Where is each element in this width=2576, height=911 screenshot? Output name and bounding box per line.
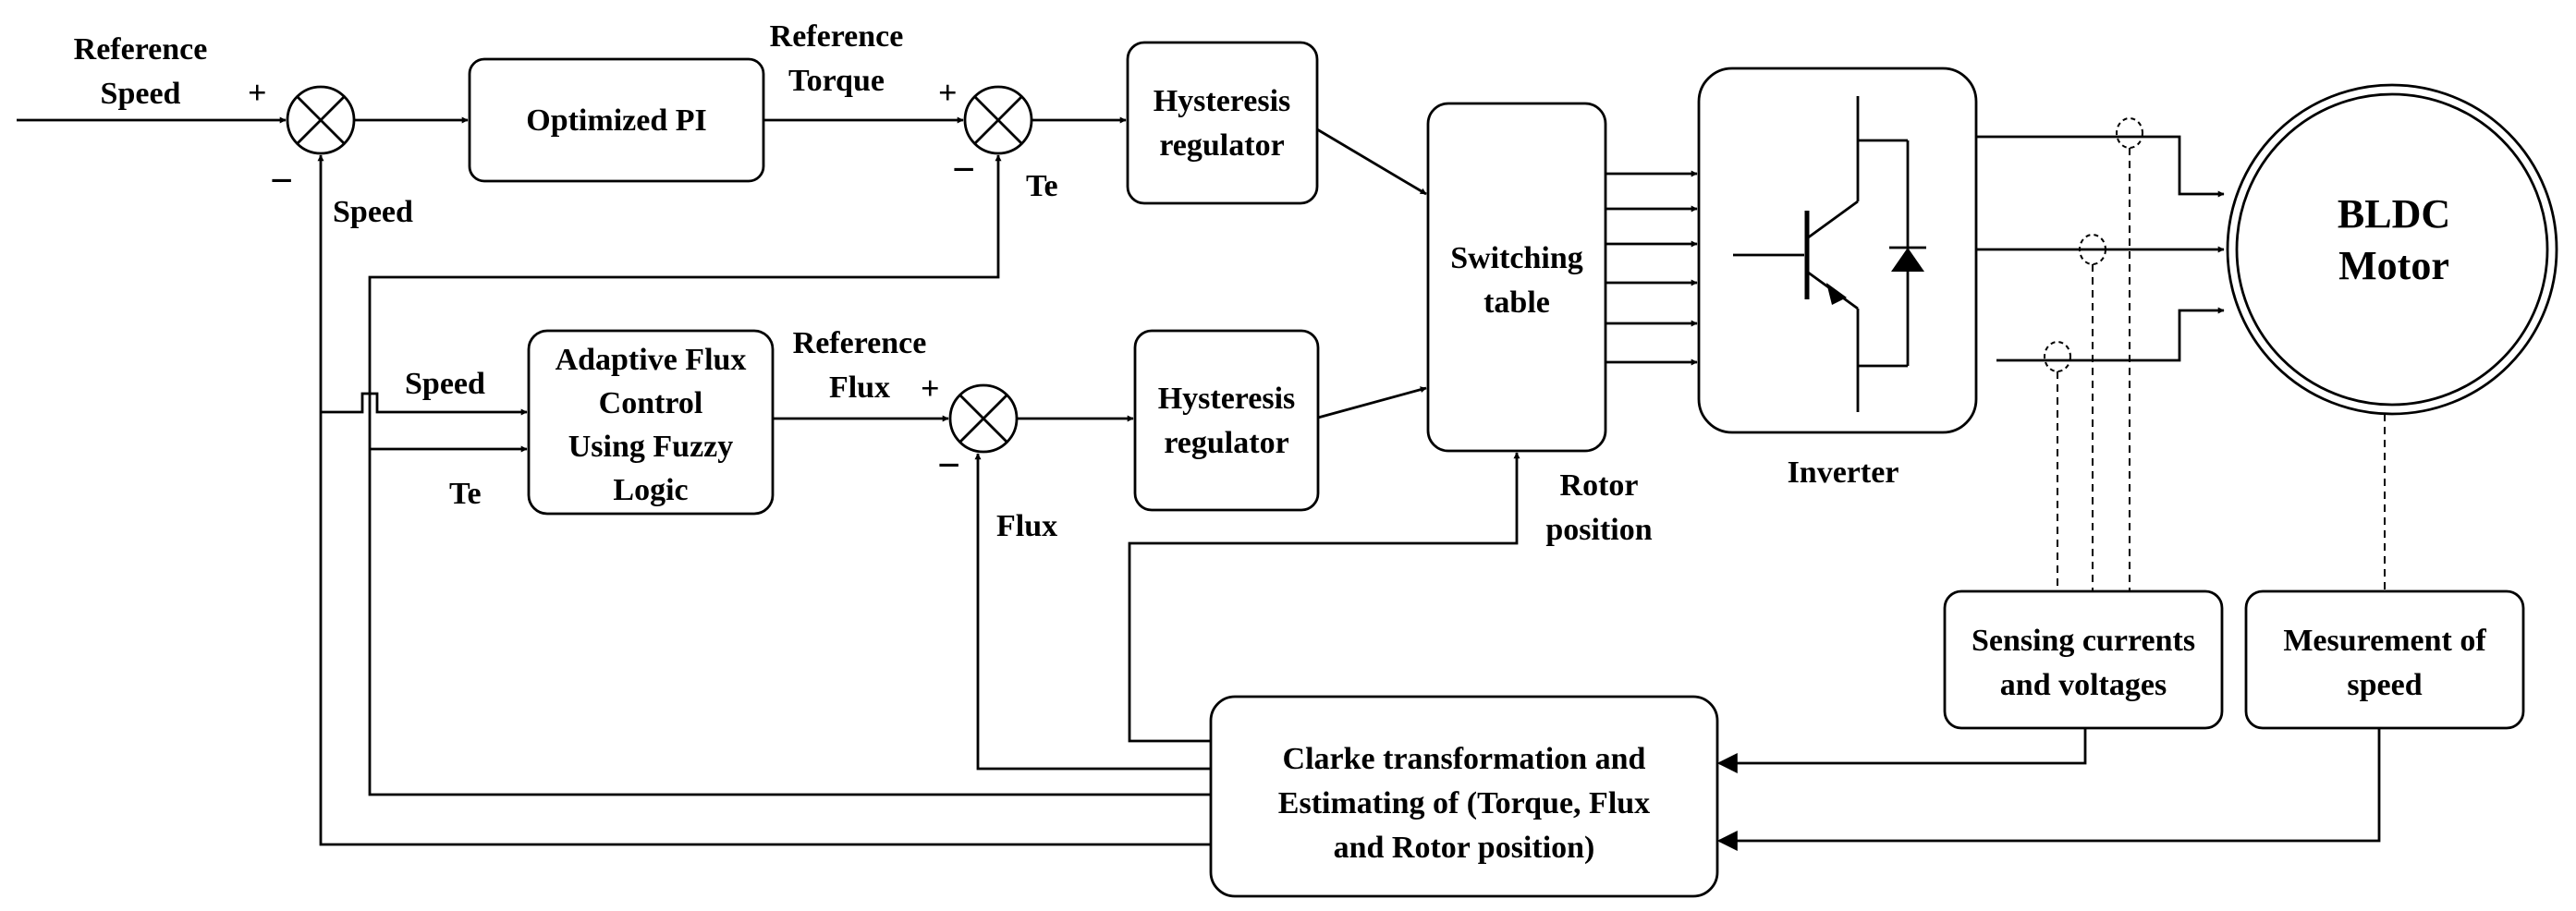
hysteresis-regulator-flux-block: Hysteresis regulator — [1133, 329, 1320, 512]
flux-feedback-label: Flux — [996, 509, 1057, 543]
signal-wires — [17, 116, 2381, 851]
adaptive-flux-control-block: Adaptive Flux Control Using Fuzzy Logic — [527, 329, 775, 516]
switching-table-line1: Switching — [1450, 241, 1583, 275]
inverter-block — [1697, 67, 1978, 434]
measurement-of-speed-block: Mesurement of speed — [2244, 589, 2525, 730]
measurement-line2: speed — [2347, 668, 2422, 702]
dashed-sensing-connections — [2044, 117, 2386, 591]
hysteresis-flux-line2: regulator — [1164, 426, 1288, 460]
plus-sign-flux: + — [921, 370, 940, 407]
minus-sign-flux: − — [937, 443, 960, 488]
hysteresis-torque-line2: regulator — [1159, 128, 1284, 163]
bldc-motor-line2: Motor — [2338, 243, 2449, 288]
sensing-currents-voltages-block: Sensing currents and voltages — [1943, 589, 2224, 730]
reference-torque-label-line2: Torque — [788, 64, 885, 98]
reference-speed-label-line1: Reference — [74, 32, 208, 67]
adaptive-flux-line4: Logic — [613, 473, 688, 507]
minus-sign-torque: − — [952, 147, 975, 192]
inverter-label: Inverter — [1788, 456, 1899, 490]
reference-flux-label-line1: Reference — [793, 326, 927, 360]
clarke-line2: Estimating of (Torque, Flux — [1278, 786, 1650, 820]
rotor-position-label-line1: Rotor — [1560, 468, 1639, 503]
minus-sign-speed: − — [270, 158, 293, 203]
clarke-line1: Clarke transformation and — [1283, 742, 1646, 776]
bldc-motor-line1: BLDC — [2338, 191, 2450, 237]
speed-feedback-label: Speed — [333, 195, 413, 229]
adaptive-flux-line1: Adaptive Flux — [555, 343, 747, 377]
te-feedback-label: Te — [1026, 169, 1058, 203]
clarke-transformation-estimator-block: Clarke transformation and Estimating of … — [1209, 695, 1719, 898]
reference-flux-label-line2: Flux — [829, 370, 890, 405]
te-input-label: Te — [449, 477, 482, 511]
hysteresis-torque-line1: Hysteresis — [1154, 84, 1291, 118]
bldc-motor-block: BLDC Motor — [2226, 83, 2558, 416]
sensing-line1: Sensing currents — [1972, 624, 2195, 658]
rotor-position-label-line2: position — [1545, 513, 1652, 547]
reference-speed-label-line2: Speed — [101, 77, 181, 111]
sum-junction-torque — [963, 85, 1033, 155]
optimized-pi-label: Optimized PI — [526, 103, 706, 138]
switching-table-line2: table — [1483, 285, 1550, 320]
reference-torque-label-line1: Reference — [770, 19, 904, 54]
optimized-pi-block: Optimized PI — [468, 57, 765, 183]
sum-junction-flux — [948, 383, 1019, 454]
measurement-line1: Mesurement of — [2283, 624, 2486, 658]
adaptive-flux-line3: Using Fuzzy — [568, 430, 734, 464]
sensing-line2: and voltages — [2000, 668, 2167, 702]
sum-junction-speed — [286, 85, 356, 155]
clarke-line3: and Rotor position) — [1334, 831, 1595, 865]
hysteresis-flux-line1: Hysteresis — [1158, 382, 1296, 416]
igbt-diode-icon — [1733, 96, 1926, 412]
hysteresis-regulator-torque-block: Hysteresis regulator — [1126, 41, 1319, 205]
switching-table-block: Switching table — [1426, 102, 1607, 453]
plus-sign-speed: + — [248, 74, 267, 111]
adaptive-flux-line2: Control — [599, 386, 703, 420]
speed-input-label: Speed — [405, 367, 485, 401]
plus-sign-torque: + — [938, 74, 958, 111]
